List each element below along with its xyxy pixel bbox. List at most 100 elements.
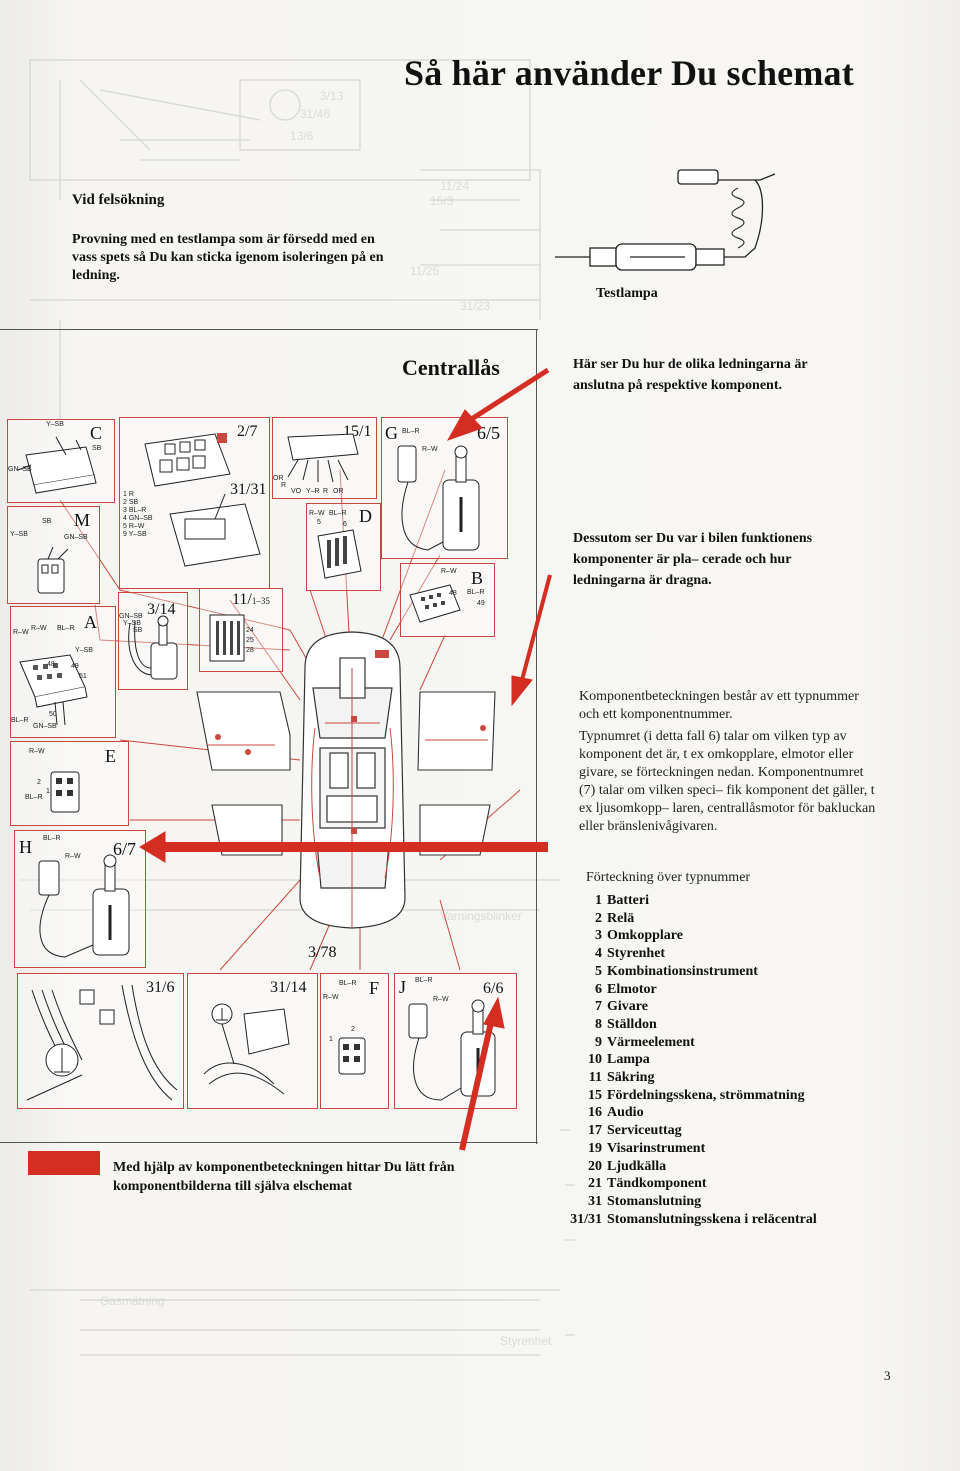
page-number: 3 (884, 1368, 891, 1383)
box-e-letter: E (105, 746, 116, 766)
box-11-fuse-drawing (209, 614, 245, 662)
type-number: 10 (588, 1052, 602, 1068)
list-item: 16 Audio (560, 1104, 817, 1122)
wire-legend-item: 2 SB (123, 499, 139, 506)
type-label: Kombinationsinstrument (607, 963, 758, 979)
wire-color-legend: 1 R 2 SB 3 BL–R 4 GN–SB 5 R–W 9 Y–SB (123, 491, 153, 539)
wire-legend-item: 1 R (123, 491, 134, 498)
box-316-drawing (26, 984, 178, 1101)
type-number: 31/31 (570, 1211, 602, 1227)
wire-label: R–W (441, 568, 457, 575)
component-box-b: B R–W 48 BL–R 49 (400, 563, 495, 637)
wire-legend-item: 3 BL–R (123, 507, 147, 514)
type-number: 17 (588, 1123, 602, 1139)
box-h-motor-drawing (38, 854, 130, 958)
wire-label: BL–R (43, 835, 61, 842)
type-label: Stomanslutning (607, 1193, 702, 1209)
diagram-frame-right (536, 329, 538, 1144)
wire-label: R–W (323, 994, 339, 1001)
wire-label: 25 (246, 637, 254, 644)
description-paragraph-1: Komponentbeteckningen består av ett typn… (579, 689, 859, 722)
wire-label: Y–SB (46, 421, 64, 428)
type-label: Fördelningsskena, strömmatning (607, 1087, 805, 1103)
wire-label: R–W (422, 446, 438, 453)
diagram-title: Centrallås (402, 355, 500, 380)
component-box-g: G 6/5 BL–R R–W (381, 417, 508, 559)
box-c-connector-drawing (17, 436, 97, 494)
legend-red-swatch (28, 1151, 100, 1175)
wire-label: VO (291, 488, 302, 495)
component-box-relay-centre: 2/7 31/31 1 R 2 SB 3 BL–R 4 GN–SB 5 R–W … (119, 417, 270, 589)
box-a-letter: A (84, 612, 97, 632)
box-m-connector-drawing (37, 547, 69, 594)
wire-label: 2 (351, 1026, 355, 1033)
box-d-drawing (317, 529, 362, 579)
wire-label: R–W (29, 748, 45, 755)
wire-label: GN–SB (33, 723, 57, 730)
type-label: Styrenhet (607, 946, 666, 962)
box-3114-label: 31/14 (270, 979, 307, 996)
intro-paragraph: Provning med en testlampa som är försedd… (72, 232, 384, 283)
wire-label: 49 (71, 663, 79, 670)
wire-label: BL–R (467, 589, 485, 596)
wire-label: 49 (477, 600, 485, 607)
box-11-number: 11/ (232, 591, 252, 608)
type-label: Säkring (607, 1070, 655, 1086)
box-g-letter: G (385, 423, 398, 443)
box-j-designation: 6/6 (483, 980, 504, 997)
wire-label: 1 (46, 788, 50, 795)
type-number: 6 (595, 981, 602, 997)
type-label: Ljudkälla (607, 1158, 667, 1174)
type-label: Omkopplare (607, 928, 683, 944)
box-c-letter: C (90, 423, 103, 443)
type-number: 16 (588, 1105, 602, 1121)
type-label: Audio (607, 1105, 644, 1121)
wire-legend-item: 5 R–W (123, 523, 145, 530)
wire-label: BL–R (339, 980, 357, 987)
wire-label: R–W (31, 625, 47, 632)
wire-label: BL–R (415, 977, 433, 984)
box-d-letter: D (359, 506, 372, 526)
type-label: Värmeelement (607, 1034, 695, 1050)
box-h-designation: 6/7 (113, 839, 137, 859)
wire-label: BL–R (329, 510, 347, 517)
component-box-a: A R–W R–W BL–R Y–SB 48 49 51 50 BL–R GN–… (10, 606, 116, 738)
wire-label: OR (333, 488, 344, 495)
box-314-label: 3/14 (147, 601, 176, 618)
box-f-letter: F (369, 978, 380, 998)
type-number: 9 (595, 1034, 602, 1050)
box-f-drawing (338, 1037, 366, 1075)
component-box-m: M SB Y–SB GN–SB (7, 506, 100, 604)
type-label: Serviceuttag (607, 1123, 682, 1139)
wire-label: R–W (433, 996, 449, 1003)
box-b-drawing (409, 584, 461, 623)
wire-label: R–W (13, 629, 29, 636)
diagram-frame-top (0, 329, 538, 331)
description-paragraph-2: Typnumret (i detta fall 6) talar om vilk… (579, 729, 876, 834)
type-label: Tändkomponent (607, 1176, 707, 1192)
component-box-15-1: 15/1 OR R VO Y–R R OR (272, 417, 377, 499)
box-b-letter: B (471, 568, 484, 588)
wire-label: GN–SB (8, 466, 32, 473)
wire-label: GN–SB (64, 534, 88, 541)
component-box-11: 11/1–35 24 25 28 (199, 588, 283, 672)
wire-label: R (323, 488, 329, 495)
wire-label: 28 (246, 647, 254, 654)
page-title: Så här använder Du schemat (404, 53, 854, 93)
box-m-letter: M (74, 510, 91, 530)
test-lamp-illustration (555, 169, 776, 271)
type-number: 1 (595, 893, 602, 908)
box-j-letter: J (399, 977, 407, 997)
component-box-f: F BL–R R–W 1 2 (320, 973, 389, 1109)
type-number: 3 (595, 928, 602, 944)
note-component-placement: Dessutom ser Du var i bilen funktionens … (573, 531, 813, 588)
type-label: Relä (607, 910, 635, 926)
